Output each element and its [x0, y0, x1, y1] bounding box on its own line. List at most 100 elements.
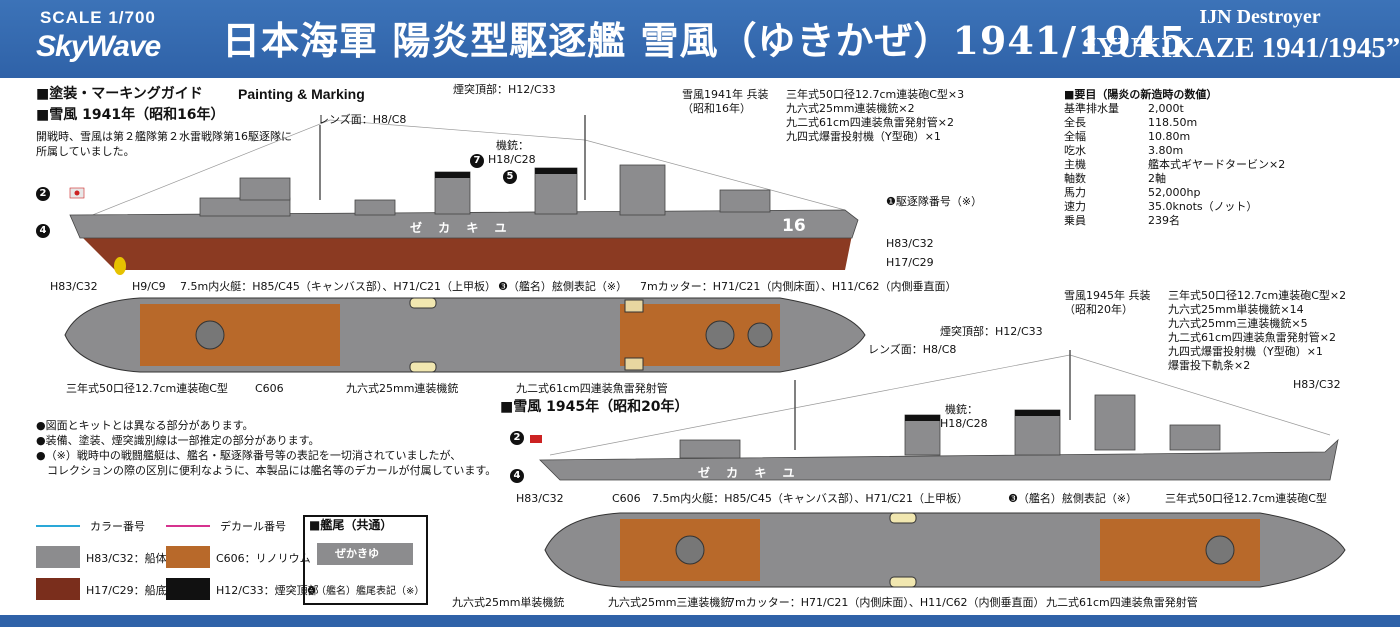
- painting-guide-heading: ■塗装・マーキングガイド: [36, 86, 203, 102]
- armament-1945-item: 九二式61cm四連装魚雷発射管×2: [1168, 331, 1336, 344]
- ship-1941-top-view: [64, 297, 866, 373]
- ship-1941-desc-line2: 所属していました。: [36, 145, 135, 158]
- swatch-bottom: [36, 578, 80, 600]
- ship-1945-top-view: [544, 512, 1346, 588]
- stern-plate: ぜかきゆ: [317, 543, 413, 565]
- callout-hull-1945: H83/C32: [1293, 378, 1341, 391]
- brand-logo: SkyWave: [36, 30, 161, 63]
- callout-propeller: H9/C9: [132, 280, 166, 293]
- callout-gun-1941: 三年式50口径12.7cm連装砲C型: [66, 382, 228, 395]
- hull-name-decal-1941: ゼ カ キ ユ: [410, 221, 513, 235]
- callout-single-aa-1945: 九六式25mm単装機銃: [452, 596, 565, 609]
- legend-hull: H83/C32：船体: [86, 552, 167, 565]
- painting-guide-heading-en: Painting & Marking: [238, 86, 365, 102]
- header-banner: SCALE 1/700 SkyWave 日本海軍 陽炎型駆逐艦 雪風（ゆきかぜ）…: [0, 0, 1400, 78]
- callout-gun-1945: 三年式50口径12.7cm連装砲C型: [1165, 492, 1327, 505]
- scale-label: SCALE 1/700: [40, 8, 156, 27]
- callout-mg-color-1945: H18/C28: [940, 417, 988, 430]
- marker-2-1945: 2: [510, 431, 524, 445]
- callout-torpedo-1945: 九二式61cm四連装魚雷発射管: [1046, 596, 1198, 609]
- ship-1941-desc-line1: 開戦時、雪風は第２艦隊第２水雷戦隊第16駆逐隊に: [36, 130, 292, 143]
- callout-bottom-1941: H17/C29: [886, 256, 934, 269]
- armament-1945-item: 三年式50口径12.7cm連装砲C型×2: [1168, 289, 1347, 302]
- ship-1945-side-view: [530, 350, 1339, 481]
- callout-launch-1945: 7.5m内火艇：H85/C45（キャンバス部）、H71/C21（上甲板）: [652, 492, 969, 505]
- spec-key: 軸数: [1064, 172, 1086, 185]
- english-subtitle: IJN Destroyer: [1199, 6, 1321, 28]
- callout-name-decal-1941: ❸（艦名）舷側表記（※）: [498, 280, 628, 293]
- note-line: ●図面とキットとは異なる部分があります。: [36, 419, 254, 432]
- marker-4: 4: [36, 224, 50, 238]
- callout-mg-color-1941: H18/C28: [488, 153, 536, 166]
- spec-key: 吃水: [1064, 144, 1086, 157]
- spec-key: 主機: [1064, 158, 1086, 171]
- spec-value: 10.80m: [1148, 130, 1191, 143]
- callout-mg-title-1945: 機銃：: [945, 403, 978, 416]
- callout-mg-title-1941: 機銃：: [496, 139, 529, 152]
- callout-lens-1941: レンズ面：H8/C8: [318, 113, 407, 126]
- callout-cutter-1945: 7mカッター：H71/C21（内側床面）、H11/C62（内側垂直面）: [728, 596, 1045, 609]
- armament-1941-item: 九四式爆雷投射機（Y型砲）×1: [786, 130, 941, 143]
- stern-plate-text: ぜかきゆ: [335, 547, 379, 560]
- spec-key: 全長: [1064, 116, 1086, 129]
- spec-key: 全幅: [1064, 130, 1086, 143]
- decal-number-line: [166, 525, 210, 527]
- english-title: “YUKIKAZE 1941/1945”: [1082, 32, 1400, 64]
- hull-name-decal-1945: ゼ カ キ ユ: [698, 466, 801, 480]
- armament-1941-item: 九二式61cm四連装魚雷発射管×2: [786, 116, 954, 129]
- callout-triple-aa-1945: 九六式25mm三連装機銃: [608, 596, 732, 609]
- armament-1941-item: 三年式50口径12.7cm連装砲C型×3: [786, 88, 965, 101]
- stern-title: ■艦尾（共通）: [309, 518, 393, 532]
- armament-1945-item: 九六式25mm三連装機銃×5: [1168, 317, 1308, 330]
- callout-launch-1941: 7.5m内火艇：H85/C45（キャンバス部）、H71/C21（上甲板）: [180, 280, 497, 293]
- stern-panel: ■艦尾（共通） ぜかきゆ ❹（艦名）艦尾表記（※）: [303, 515, 428, 605]
- legend-funnel: H12/C33：煙突頂部: [216, 584, 319, 597]
- callout-hull-1941: H83/C32: [886, 237, 934, 250]
- spec-value: 52,000hp: [1148, 186, 1201, 199]
- armament-1945-title: 雪風1945年 兵装: [1064, 289, 1151, 302]
- marker-5: 5: [503, 170, 517, 184]
- ship-1941-side-view: [69, 115, 859, 275]
- legend-linoleum: C606：リノリウム: [216, 552, 311, 565]
- legend-bottom: H17/C29：船底: [86, 584, 167, 597]
- callout-name-decal-1945: ❸（艦名）舷側表記（※）: [1008, 492, 1138, 505]
- color-number-line: [36, 525, 80, 527]
- ship-1941-heading: ■雪風 1941年（昭和16年）: [36, 107, 225, 123]
- callout-aa-1941: 九六式25mm連装機銃: [346, 382, 459, 395]
- spec-key: 馬力: [1064, 186, 1086, 199]
- spec-key: 速力: [1064, 200, 1086, 213]
- callout-deck-left-1945: H83/C32: [516, 492, 564, 505]
- marker-7: 7: [470, 154, 484, 168]
- legend-color-number: カラー番号: [90, 520, 145, 533]
- footer-bar: [0, 615, 1400, 627]
- note-line: ●（※）戦時中の戦闘艦艇は、艦名・駆逐隊番号等の表記を一切消されていましたが、: [36, 449, 462, 462]
- armament-1945-item: 九六式25mm単装機銃×14: [1168, 303, 1304, 316]
- armament-1941-title: 雪風1941年 兵装: [682, 88, 769, 101]
- armament-1941-subtitle: （昭和16年）: [682, 102, 751, 115]
- armament-1945-item: 九四式爆雷投射機（Y型砲）×1: [1168, 345, 1323, 358]
- marker-2: 2: [36, 187, 50, 201]
- callout-linoleum-1941: C606: [255, 382, 284, 395]
- hull-number-decal: 16: [782, 216, 806, 236]
- ship-1945-heading: ■雪風 1945年（昭和20年）: [500, 399, 689, 415]
- stern-label: ❹（艦名）艦尾表記（※）: [307, 586, 425, 597]
- spec-value: 2軸: [1148, 172, 1166, 185]
- callout-torpedo-1941: 九二式61cm四連装魚雷発射管: [516, 382, 668, 395]
- specs-title: ■要目（陽炎の新造時の数値）: [1064, 88, 1218, 101]
- note-line: コレクションの際の区別に便利なように、本製品には艦名等のデカールが付属しています…: [47, 464, 497, 477]
- spec-key: 基準排水量: [1064, 102, 1119, 115]
- spec-value: 35.0knots（ノット）: [1148, 200, 1258, 213]
- armament-1941-item: 九六式25mm連装機銃×2: [786, 102, 915, 115]
- spec-value: 2,000t: [1148, 102, 1184, 115]
- swatch-funnel: [166, 578, 210, 600]
- spec-value: 3.80m: [1148, 144, 1184, 157]
- spec-value: 118.50m: [1148, 116, 1198, 129]
- page-title: 日本海軍 陽炎型駆逐艦 雪風（ゆきかぜ）1941/1945: [222, 18, 1187, 63]
- swatch-hull: [36, 546, 80, 568]
- callout-deck-left-1941: H83/C32: [50, 280, 98, 293]
- callout-division-number: ❶駆逐隊番号（※）: [886, 195, 983, 208]
- armament-1945-subtitle: （昭和20年）: [1064, 303, 1133, 316]
- swatch-linoleum: [166, 546, 210, 568]
- callout-cutter-1941: 7mカッター：H71/C21（内側床面）、H11/C62（内側垂直面）: [640, 280, 957, 293]
- spec-value: 239名: [1148, 214, 1180, 227]
